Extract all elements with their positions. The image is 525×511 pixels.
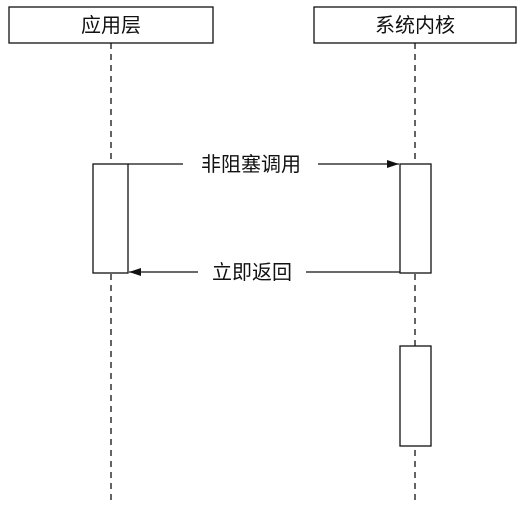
message-nonblocking-call-label: 非阻塞调用 <box>201 152 301 176</box>
participant-app-layer-box <box>8 6 214 44</box>
participant-kernel-label: 系统内核 <box>375 13 455 37</box>
participant-kernel-box <box>313 6 517 44</box>
participant-app-layer-label: 应用层 <box>81 13 141 37</box>
activation-kernel-processing <box>399 345 432 447</box>
participant-kernel: 系统内核 <box>313 6 517 44</box>
activation-kernel-call <box>399 163 432 274</box>
activation-app-layer <box>92 163 129 274</box>
message-nonblocking-call: 非阻塞调用 <box>128 152 399 176</box>
message-immediate-return: 立即返回 <box>129 260 400 284</box>
participant-app-layer: 应用层 <box>8 6 214 44</box>
message-immediate-return-label: 立即返回 <box>212 260 292 284</box>
